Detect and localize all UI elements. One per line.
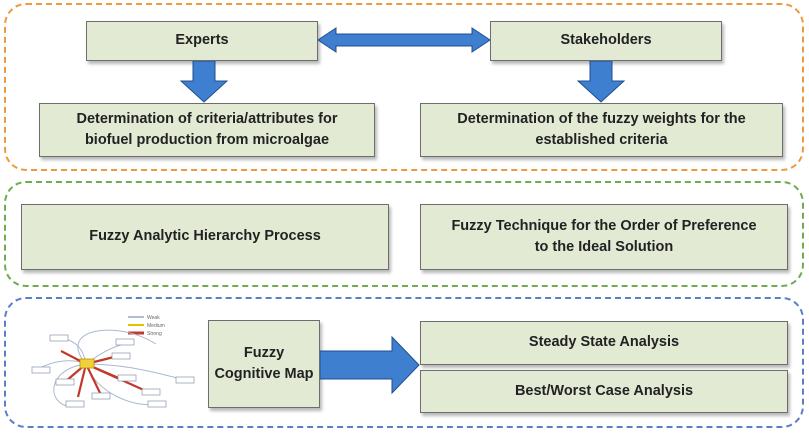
- weights-line-2: established criteria: [535, 132, 668, 148]
- fcm-strong-links: [60, 350, 147, 398]
- experts-box: Experts: [86, 21, 318, 61]
- fcm-nodes: [31, 334, 195, 408]
- fuzzy-topsis-box: Fuzzy Technique for the Order of Prefere…: [420, 204, 788, 270]
- fcm-line-2: Cognitive Map: [214, 366, 314, 382]
- down-arrow-icon: [577, 61, 625, 103]
- stakeholders-label: Stakeholders: [560, 32, 652, 49]
- best-worst-box: Best/Worst Case Analysis: [420, 370, 788, 413]
- topsis-line-1: Fuzzy Technique for the Order of Prefere…: [451, 217, 757, 234]
- fcm-weak-links: [37, 329, 192, 408]
- down-arrow-icon: [180, 61, 228, 103]
- right-arrow-icon: [320, 336, 420, 394]
- methods-group: [4, 181, 804, 287]
- legend-medium: Medium: [147, 323, 165, 329]
- criteria-group: [4, 3, 804, 171]
- criteria-box: Determination of criteria/attributes for…: [39, 103, 375, 157]
- steady-state-label: Steady State Analysis: [528, 334, 680, 351]
- fcm-line-1: Fuzzy: [243, 344, 285, 361]
- fcm-group: [4, 297, 804, 428]
- steady-state-box: Steady State Analysis: [420, 321, 788, 365]
- weights-line-1: Determination of the fuzzy weights for t…: [457, 110, 746, 127]
- fcm-thumbnail-image: Weak Medium Strong: [31, 315, 195, 408]
- fcm-box: Fuzzy Cognitive Map: [208, 320, 320, 408]
- ahp-label: Fuzzy Analytic Hierarchy Process: [89, 228, 321, 245]
- best-worst-label: Best/Worst Case Analysis: [514, 382, 694, 399]
- criteria-line-1: Determination of criteria/attributes for: [76, 110, 338, 127]
- topsis-line-2: to the Ideal Solution: [534, 239, 674, 255]
- criteria-line-2: biofuel production from microalgae: [84, 132, 330, 148]
- legend-strong: Strong: [147, 331, 162, 337]
- fuzzy-weights-box: Determination of the fuzzy weights for t…: [420, 103, 783, 157]
- legend-weak: Weak: [147, 315, 160, 321]
- experts-label: Experts: [175, 32, 229, 49]
- fuzzy-ahp-box: Fuzzy Analytic Hierarchy Process: [21, 204, 389, 270]
- double-arrow-icon: [318, 27, 490, 53]
- stakeholders-box: Stakeholders: [490, 21, 722, 61]
